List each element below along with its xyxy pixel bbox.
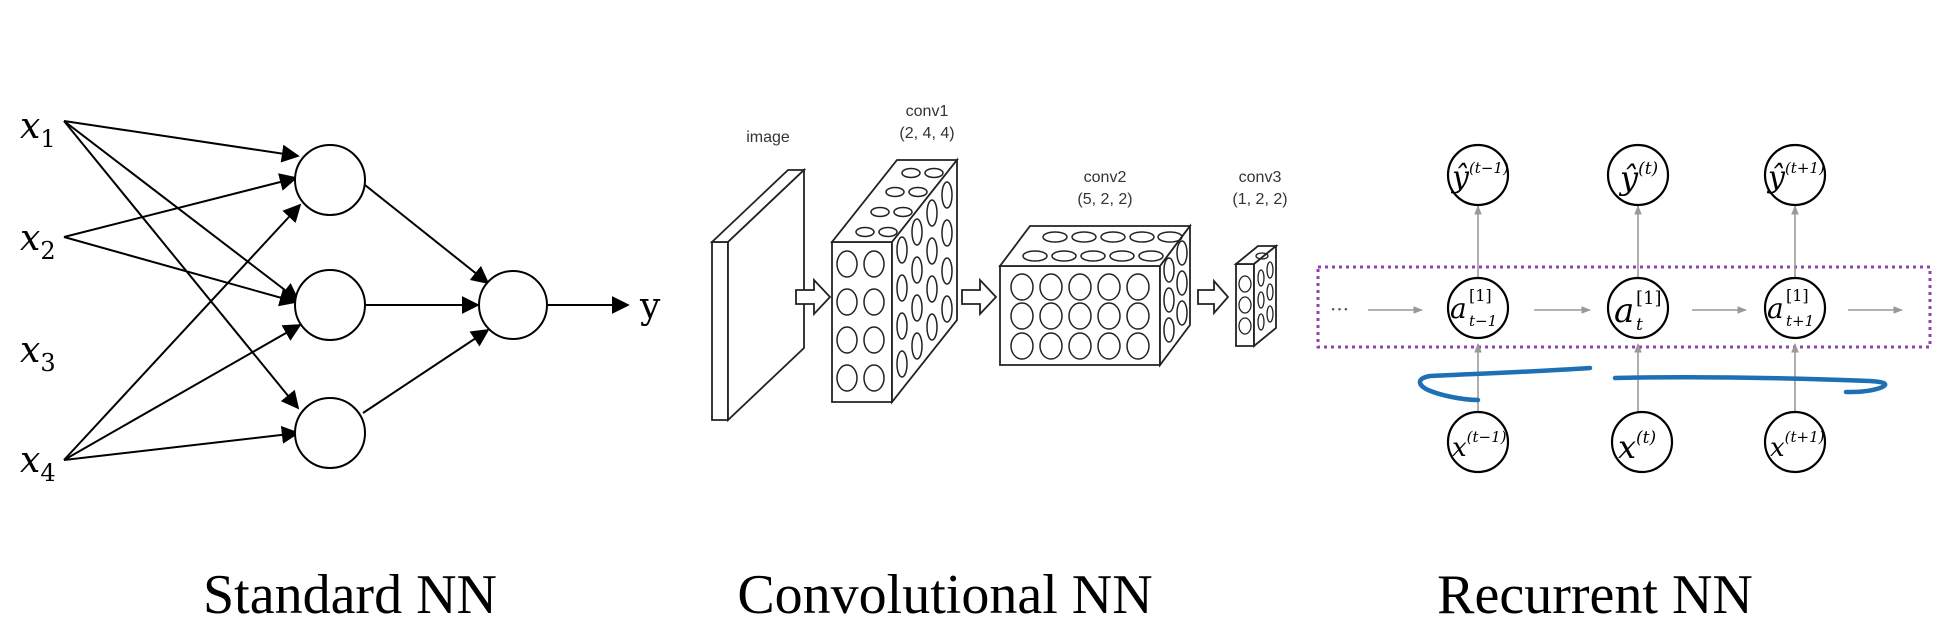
hidden-node-3 bbox=[294, 397, 366, 469]
output-node bbox=[478, 270, 548, 340]
conv2-top-circles bbox=[1022, 231, 1183, 262]
blue-right-arrow-annotation bbox=[1612, 374, 1888, 395]
conv3-label: conv3 bbox=[1239, 169, 1282, 186]
output-node-t-minus-1 bbox=[1446, 143, 1510, 207]
conv2-label: conv2 bbox=[1084, 169, 1127, 186]
conv1-label: conv1 bbox=[906, 103, 949, 120]
hidden-node-2 bbox=[294, 269, 366, 341]
hidden-label-t-plus-1: a [1] t+1 bbox=[1767, 286, 1814, 330]
blue-left-arrow-annotation bbox=[1417, 365, 1593, 403]
caption-recurrent-nn: Recurrent NN bbox=[1437, 564, 1753, 626]
output-label-t-plus-1: ŷ(t+1) bbox=[1766, 159, 1825, 195]
svg-text:t+1: t+1 bbox=[1786, 312, 1814, 330]
conv3-dims: (1, 2, 2) bbox=[1232, 191, 1287, 208]
conv1-side-circles bbox=[896, 181, 953, 378]
convolutional-nn-diagram: image bbox=[709, 103, 1288, 423]
hidden-label-t: a [1] t bbox=[1614, 288, 1662, 335]
input-node-t-plus-1 bbox=[1763, 410, 1827, 474]
input-label-t-plus-1: x(t+1) bbox=[1770, 428, 1825, 463]
standard-nn-diagram: x1 x2 x3 x4 y bbox=[20, 106, 661, 487]
conv3-block bbox=[1233, 244, 1279, 348]
svg-text:a: a bbox=[1614, 291, 1634, 331]
hidden-node-t-plus-1 bbox=[1763, 276, 1827, 340]
input-label-x4: x4 bbox=[20, 440, 56, 487]
svg-text:[1]: [1] bbox=[1786, 286, 1809, 305]
hollow-arrow-2 bbox=[961, 277, 998, 317]
recurrent-layer-box bbox=[1316, 265, 1932, 349]
caption-standard-nn: Standard NN bbox=[203, 564, 497, 626]
conv2-front-circles bbox=[1010, 273, 1150, 360]
hollow-arrow-3 bbox=[1197, 278, 1230, 316]
conv2-block bbox=[998, 223, 1192, 368]
svg-text:a: a bbox=[1767, 292, 1784, 325]
image-slab bbox=[709, 167, 807, 423]
conv1-top-circles bbox=[855, 167, 944, 238]
hidden-output-connections bbox=[362, 184, 630, 414]
conv3-circles bbox=[1238, 252, 1274, 335]
output-label-y: y bbox=[639, 286, 661, 327]
svg-text:a: a bbox=[1450, 292, 1467, 325]
hidden-node-1 bbox=[294, 144, 366, 216]
output-label-t-minus-1: ŷ(t−1) bbox=[1450, 159, 1509, 195]
input-label-x1: x1 bbox=[20, 106, 56, 153]
hollow-arrow-1 bbox=[795, 277, 832, 317]
conv2-side-circles bbox=[1163, 240, 1188, 343]
input-hidden-connections bbox=[63, 120, 302, 461]
input-node-t-minus-1 bbox=[1446, 410, 1510, 474]
input-node-t bbox=[1610, 410, 1674, 474]
svg-text:[1]: [1] bbox=[1636, 288, 1662, 309]
hidden-node-t-minus-1 bbox=[1446, 276, 1510, 340]
caption-convolutional-nn: Convolutional NN bbox=[737, 564, 1153, 626]
input-label-t: x(t) bbox=[1618, 428, 1656, 466]
input-label-x2: x2 bbox=[20, 218, 56, 265]
output-label-t: ŷ(t) bbox=[1618, 159, 1658, 197]
conv1-dims: (2, 4, 4) bbox=[899, 125, 954, 142]
svg-text:t: t bbox=[1636, 315, 1643, 335]
output-node-t bbox=[1606, 143, 1670, 207]
input-label-x3: x3 bbox=[20, 330, 56, 377]
image-label: image bbox=[746, 129, 790, 146]
conv1-front-circles bbox=[836, 250, 885, 392]
input-label-t-minus-1: x(t−1) bbox=[1452, 428, 1507, 463]
svg-text:t−1: t−1 bbox=[1469, 312, 1497, 330]
conv2-dims: (5, 2, 2) bbox=[1077, 191, 1132, 208]
conv1-block bbox=[830, 157, 959, 405]
hidden-label-t-minus-1: a [1] t−1 bbox=[1450, 286, 1497, 330]
output-node-t-plus-1 bbox=[1763, 143, 1827, 207]
svg-text:[1]: [1] bbox=[1469, 286, 1492, 305]
hidden-node-t bbox=[1606, 276, 1670, 340]
recurrent-nn-diagram: ··· ŷ(t−1) ŷ(t) ŷ(t+1) a [1 bbox=[1316, 143, 1932, 474]
ellipsis: ··· bbox=[1330, 297, 1349, 321]
